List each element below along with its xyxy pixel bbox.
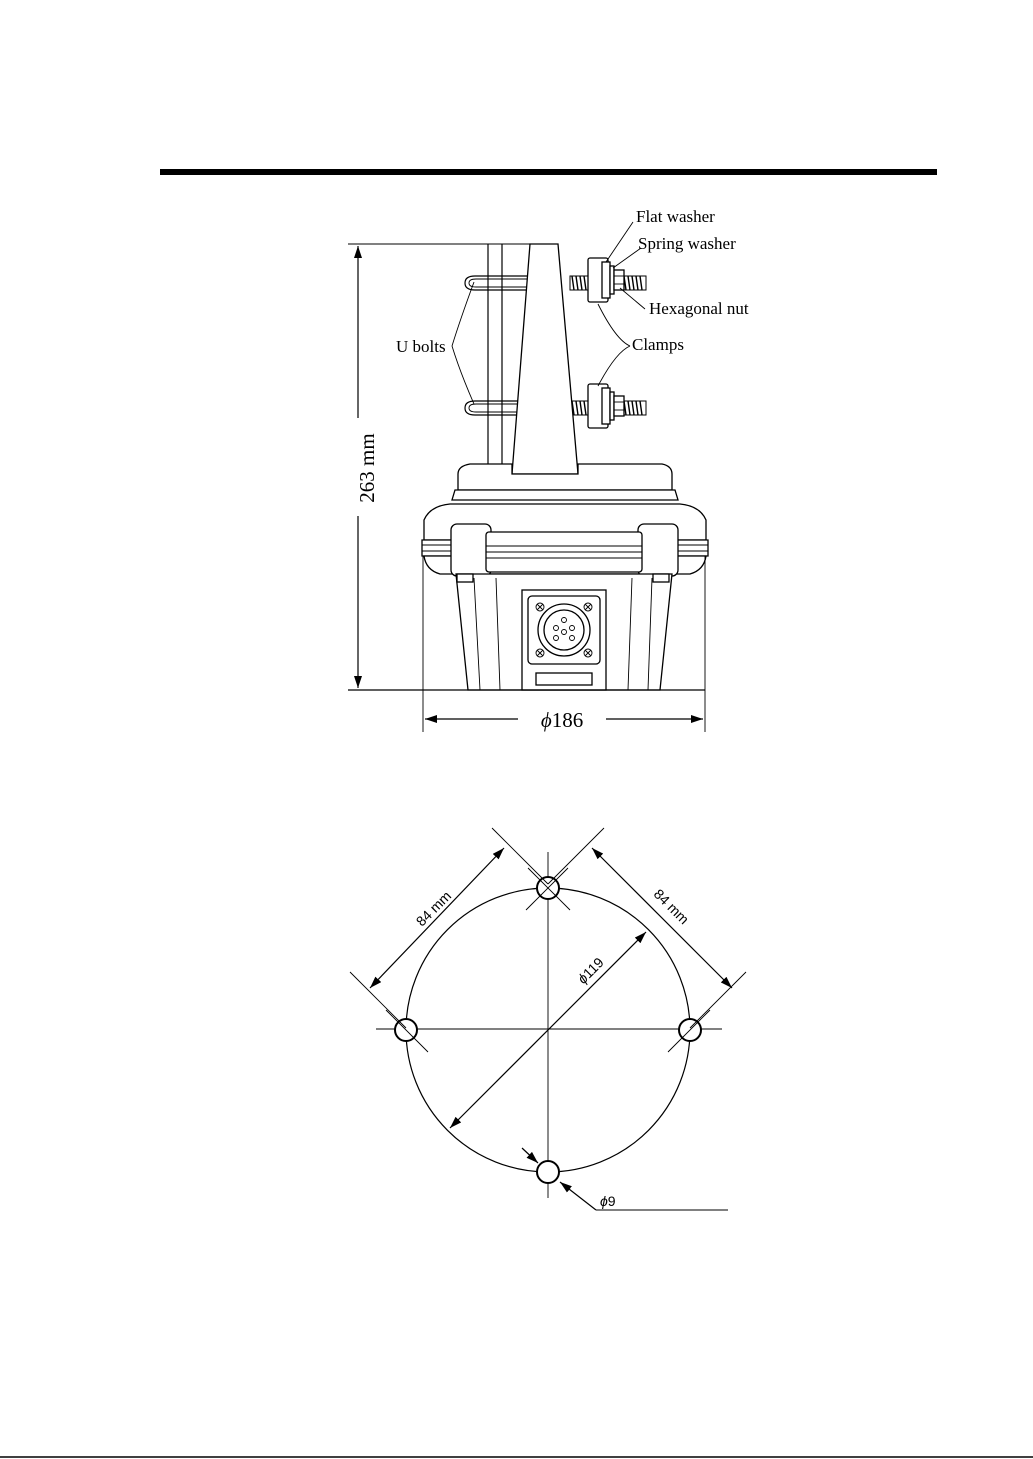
diameter-symbol: ϕ xyxy=(541,708,552,732)
hole-diameter-label: ϕ9 xyxy=(600,1193,616,1209)
header-rule xyxy=(160,169,937,175)
diameter-dimension-label: ϕ186 xyxy=(541,708,583,732)
mount-hole-bottom xyxy=(537,1161,559,1183)
hole-diameter-value: 9 xyxy=(608,1193,616,1209)
height-dimension-label: 263 mm xyxy=(355,433,379,502)
connector-plate xyxy=(522,590,606,690)
spacing-dimension-right-label: 84 mm xyxy=(651,886,693,928)
spacing-dimension-left-label: 84 mm xyxy=(413,888,455,930)
mounting-bracket xyxy=(512,244,578,474)
housing-skirt xyxy=(422,504,708,576)
label-flat-washer: Flat washer xyxy=(636,207,715,226)
mount-view: 84 mm 84 mm ϕ119 ϕ9 xyxy=(350,828,746,1210)
side-view: 263 mm ϕ186 Flat washer Spring washer He… xyxy=(348,207,749,732)
mast-pole xyxy=(488,244,502,464)
label-hexagonal-nut: Hexagonal nut xyxy=(649,299,749,318)
circle-diameter-label: ϕ119 xyxy=(574,954,607,987)
label-clamps: Clamps xyxy=(632,335,684,354)
diameter-value: 186 xyxy=(552,708,584,732)
clamp-assembly-upper xyxy=(588,258,624,302)
label-spring-washer: Spring washer xyxy=(638,234,736,253)
hole-diameter-symbol: ϕ xyxy=(600,1193,608,1209)
label-u-bolts: U bolts xyxy=(396,337,446,356)
clamp-assembly-lower xyxy=(588,384,624,428)
